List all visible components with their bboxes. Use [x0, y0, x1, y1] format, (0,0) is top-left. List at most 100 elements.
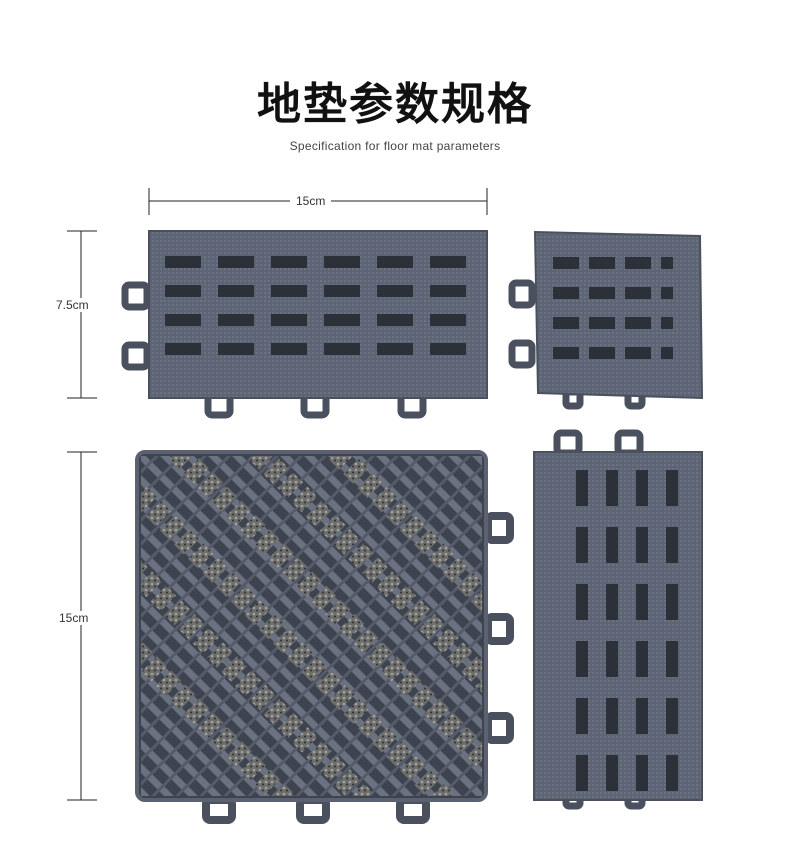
- mat-slot: [165, 256, 201, 268]
- mat-slot: [666, 698, 678, 734]
- mat-slot: [666, 584, 678, 620]
- grid-rib: [689, 452, 790, 800]
- half-mat-bottom-right: [533, 429, 703, 810]
- grid-rib: [141, 456, 482, 796]
- grid-rib: [0, 452, 125, 800]
- grid-rib: [280, 456, 482, 658]
- grid-rib: [366, 680, 482, 796]
- mat-slot: [606, 755, 618, 791]
- mat-slot: [589, 317, 615, 329]
- grid-rib: [141, 691, 246, 796]
- grid-rib: [141, 456, 232, 547]
- mat-slot: [430, 314, 466, 326]
- grid-rib: [141, 456, 400, 715]
- grid-rib: [141, 715, 222, 796]
- grid-rib: [141, 456, 424, 739]
- dimension-top-width: 15cm: [290, 194, 332, 208]
- mat-slot: [324, 256, 360, 268]
- grid-rib: [0, 452, 137, 800]
- grid-rib: [304, 456, 482, 634]
- grid-rib: [737, 452, 790, 800]
- grid-rib: [160, 456, 482, 778]
- dimension-bottom-height: 15cm: [57, 611, 91, 625]
- grid-rib: [141, 456, 256, 571]
- grid-rib: [141, 456, 208, 523]
- mat-slot: [625, 347, 651, 359]
- mat-slot: [589, 287, 615, 299]
- mat-slot: [430, 256, 466, 268]
- mat-slot: [377, 314, 413, 326]
- page-title: 地垫参数规格: [257, 79, 533, 130]
- grid-rib: [376, 456, 482, 562]
- mat-slot: [661, 317, 673, 329]
- mat-slot: [430, 285, 466, 297]
- mat-slot: [589, 347, 615, 359]
- mat-slot: [589, 257, 615, 269]
- grid-rib: [232, 456, 482, 706]
- grid-rib: [141, 619, 318, 796]
- mat-slot: [636, 470, 648, 506]
- grid-rib: [208, 456, 482, 730]
- full-mat-bristle: [0, 450, 790, 824]
- mat-slot: [576, 698, 588, 734]
- mat-slot: [377, 285, 413, 297]
- mat-slot: [606, 584, 618, 620]
- mat-slot: [666, 527, 678, 563]
- grid-rib: [294, 608, 482, 796]
- mat-slot: [377, 343, 413, 355]
- mat-slot: [636, 755, 648, 791]
- grid-rib: [270, 584, 482, 796]
- mat-slot: [165, 285, 201, 297]
- mat-slot: [271, 285, 307, 297]
- bristle-band: [329, 456, 482, 613]
- grid-rib: [390, 704, 482, 796]
- mat-slot: [661, 257, 673, 269]
- dimension-top-height: 7.5cm: [54, 298, 91, 312]
- mat-slot: [553, 317, 579, 329]
- mat-slot: [666, 641, 678, 677]
- grid-rib: [141, 595, 342, 796]
- mat-slot: [576, 584, 588, 620]
- grid-rib: [141, 643, 294, 796]
- bristle-band: [249, 456, 482, 693]
- mat-slot: [218, 285, 254, 297]
- bristle-band: [141, 480, 453, 796]
- bristle-band: [141, 640, 293, 796]
- mat-slot: [576, 755, 588, 791]
- mat-slot: [271, 314, 307, 326]
- grid-rib: [761, 452, 790, 800]
- grid-rib: [352, 456, 482, 586]
- mat-slot: [324, 314, 360, 326]
- mat-slot: [636, 698, 648, 734]
- mat-slot: [606, 527, 618, 563]
- mat-slot: [218, 314, 254, 326]
- grid-rib: [141, 456, 472, 787]
- mat-slot: [165, 314, 201, 326]
- grid-rib: [328, 456, 482, 610]
- mat-slot: [661, 287, 673, 299]
- mat-slot: [271, 256, 307, 268]
- grid-rib: [141, 667, 270, 796]
- mat-slot: [636, 584, 648, 620]
- grid-rib: [342, 656, 482, 796]
- mat-slot: [377, 256, 413, 268]
- grid-rib: [141, 547, 390, 796]
- mat-slot: [606, 641, 618, 677]
- mat-slot: [661, 347, 673, 359]
- grid-rib: [400, 456, 482, 538]
- mat-slot: [625, 287, 651, 299]
- half-mat-top-right: [508, 230, 704, 410]
- mat-slot: [576, 470, 588, 506]
- mat-slot: [636, 641, 648, 677]
- page-subtitle: Specification for floor mat parameters: [289, 139, 501, 153]
- grid-rib: [141, 475, 462, 796]
- mat-slot: [625, 257, 651, 269]
- grid-rib: [222, 536, 482, 796]
- mat-slot: [606, 470, 618, 506]
- mat-slot: [666, 755, 678, 791]
- mat-slot: [666, 470, 678, 506]
- grid-rib: [141, 456, 352, 667]
- mat-slot: [625, 317, 651, 329]
- half-mat-top-left: [121, 230, 488, 419]
